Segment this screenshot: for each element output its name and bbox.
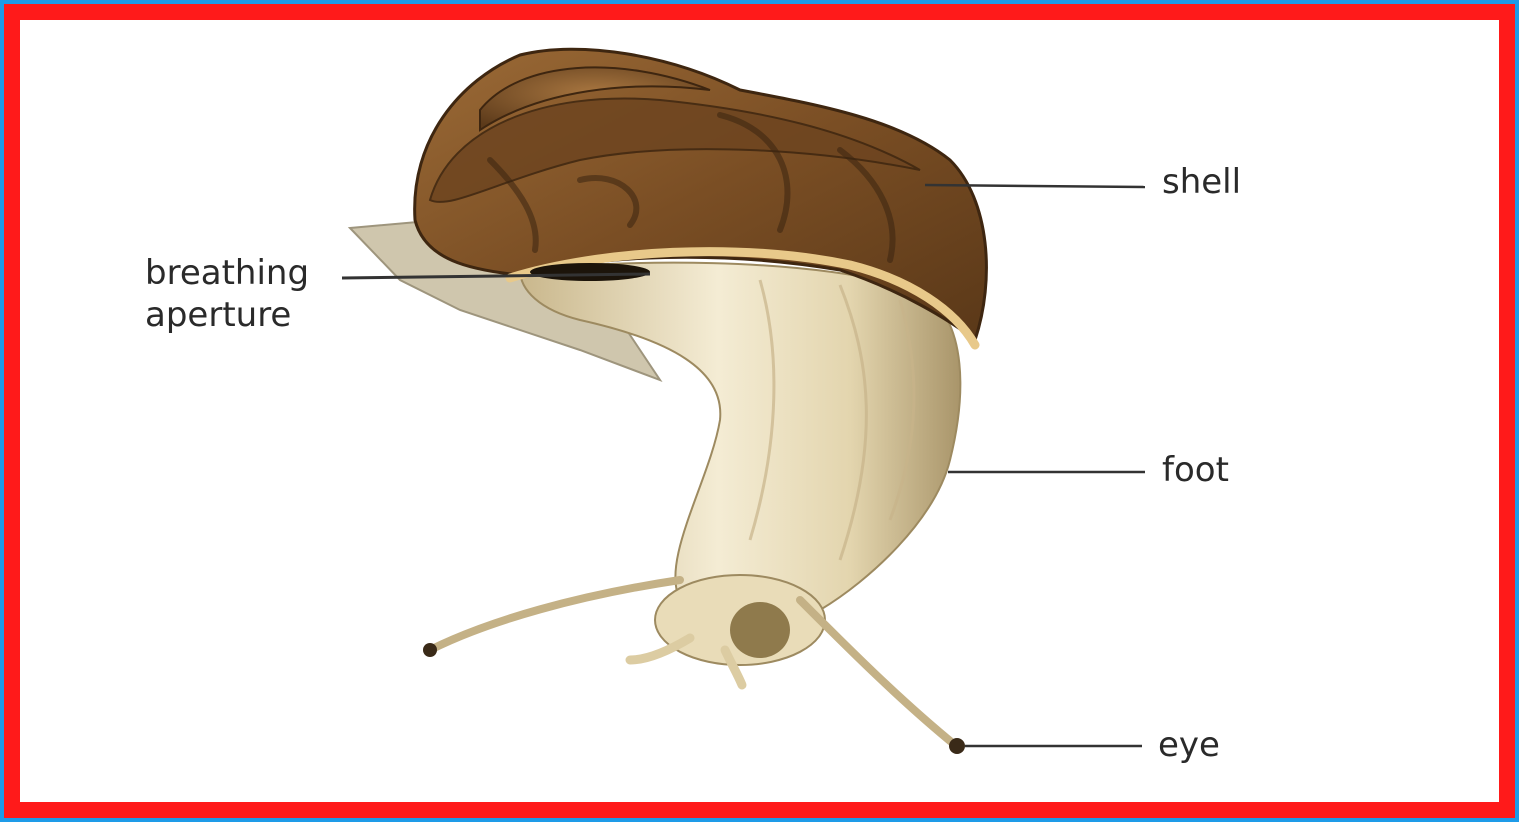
left-upper-tentacle (430, 580, 680, 650)
label-foot: foot (1162, 450, 1229, 490)
snail-diagram (20, 20, 1499, 802)
snail-foot (520, 263, 960, 624)
right-eye-dot (949, 738, 965, 754)
label-shell: shell (1162, 162, 1241, 202)
label-breathing-aperture: breathing aperture (145, 252, 309, 336)
breathing-aperture-opening (530, 263, 650, 281)
label-breathing-line1: breathing (145, 252, 309, 294)
label-breathing-line2: aperture (145, 294, 309, 336)
diagram-frame: shell foot eye breathing aperture (4, 4, 1515, 818)
label-eye: eye (1158, 725, 1220, 765)
snail-mouth (730, 602, 790, 658)
left-eye-dot (423, 643, 437, 657)
right-upper-tentacle (800, 600, 955, 745)
